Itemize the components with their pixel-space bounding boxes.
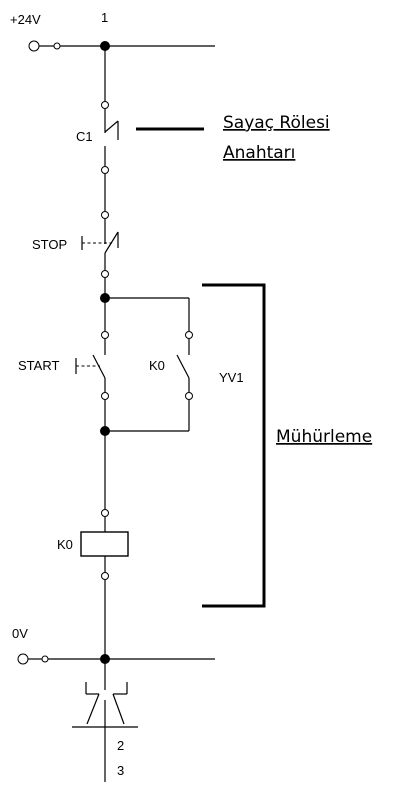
annotation-switch: Anahtarı	[223, 143, 295, 163]
label-plus-24v: +24V	[10, 12, 41, 27]
self-holding-bracket	[202, 283, 266, 608]
supply-0v-rail	[17, 653, 215, 665]
label-yv1: YV1	[219, 370, 244, 385]
terminal-0v-contact	[41, 655, 49, 663]
annotation-counter-relay: Sayaç Rölesi	[223, 113, 330, 133]
stop-button-contact	[81, 219, 119, 270]
bottom-contact-left	[85, 682, 100, 725]
label-node-2: 2	[117, 738, 124, 753]
k0-holding-contact	[176, 339, 190, 392]
label-k0-contact: K0	[149, 358, 165, 373]
label-k0-coil: K0	[57, 537, 73, 552]
label-node-1: 1	[101, 10, 108, 25]
terminal-24v-contact	[53, 42, 61, 50]
label-node-3: 3	[117, 763, 124, 778]
start-button-contact	[75, 339, 106, 392]
k0-relay-coil	[80, 531, 129, 557]
label-0v: 0V	[12, 626, 28, 641]
terminal-0v	[17, 653, 29, 665]
label-c1: C1	[76, 129, 93, 144]
c1-contact	[104, 109, 119, 166]
supply-24v-rail	[28, 40, 215, 52]
label-start: START	[18, 358, 59, 373]
annotation-self-holding: Mühürleme	[276, 427, 372, 447]
terminal-24v	[28, 40, 40, 52]
bottom-contact-right	[112, 682, 128, 725]
label-stop: STOP	[32, 237, 67, 252]
